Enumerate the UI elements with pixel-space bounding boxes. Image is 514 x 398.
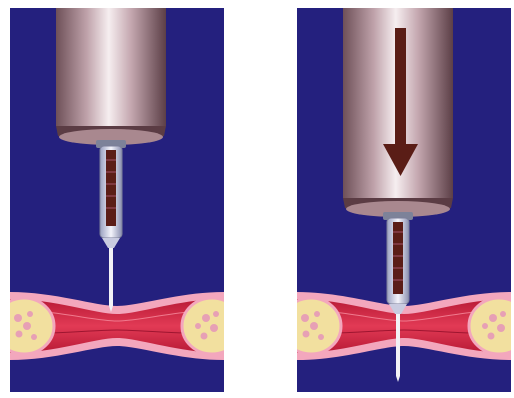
tissue-cell-left [10,298,54,354]
panel-needle-inserted [297,8,511,392]
needle [109,248,113,306]
tissue-cell-left [297,298,341,354]
panel-before-insertion [10,8,224,392]
needle [396,314,400,376]
autoinjector-icon [56,8,166,145]
